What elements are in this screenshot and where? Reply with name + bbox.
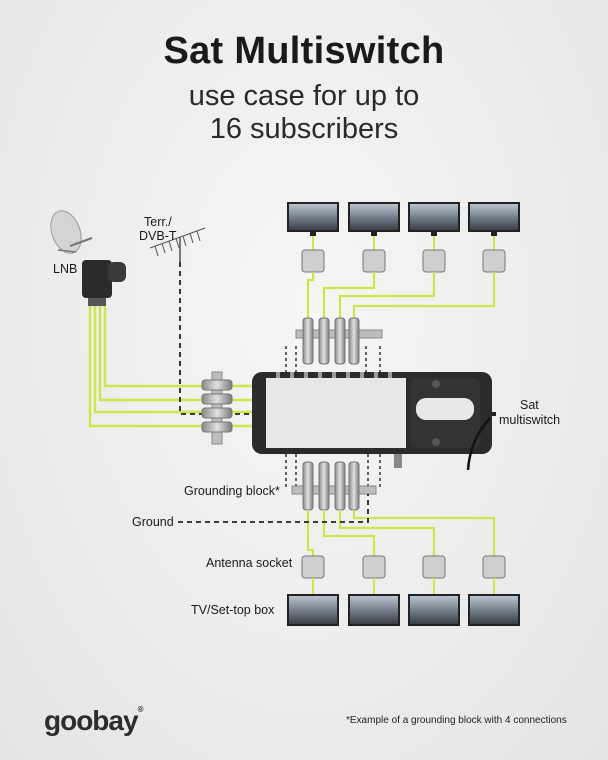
label-ground: Ground (132, 515, 174, 529)
bottom-unused-ports (285, 454, 381, 490)
label-multiswitch: multiswitch (499, 413, 561, 427)
logo-text: goobay (44, 705, 139, 736)
bottom-antenna-sockets (301, 555, 506, 579)
power-cable (466, 417, 491, 471)
ground-line (178, 494, 369, 523)
lnb-cables (88, 306, 262, 428)
label-terr-line2: DVB-T (139, 229, 177, 243)
terrestrial-antenna (149, 227, 206, 262)
goobay-logo: goobay® (44, 705, 144, 737)
subtitle-line-1: use case for up to (188, 80, 420, 112)
satellite-dish (50, 210, 93, 254)
footnote: *Example of a grounding block with 4 con… (346, 715, 567, 726)
label-grounding-block: Grounding block* (184, 484, 280, 498)
label-sat: Sat (520, 398, 539, 412)
top-antenna-sockets (301, 249, 506, 273)
top-unused-ports (285, 346, 381, 372)
top-tvs (287, 202, 520, 236)
page-title: Sat Multiswitch (163, 30, 445, 72)
bottom-tvs (287, 594, 520, 626)
label-lnb: LNB (53, 262, 78, 276)
lnb-device (82, 260, 126, 306)
label-terr-line1: Terr./ (144, 215, 172, 229)
label-tv-settop-box: TV/Set-top box (191, 603, 275, 617)
top-cables (306, 272, 496, 320)
multiswitch-device (252, 372, 496, 454)
top-tv-cables (312, 236, 495, 250)
bottom-cables (306, 510, 496, 556)
input-grounding-block (201, 371, 233, 445)
upper-grounding-block (295, 317, 383, 365)
bottom-tv-cables (312, 578, 495, 594)
label-antenna-socket: Antenna socket (206, 556, 293, 570)
lower-grounding-block (291, 454, 402, 511)
logo-registered-mark: ® (137, 705, 144, 714)
subtitle-line-2: 16 subscribers (209, 113, 399, 145)
